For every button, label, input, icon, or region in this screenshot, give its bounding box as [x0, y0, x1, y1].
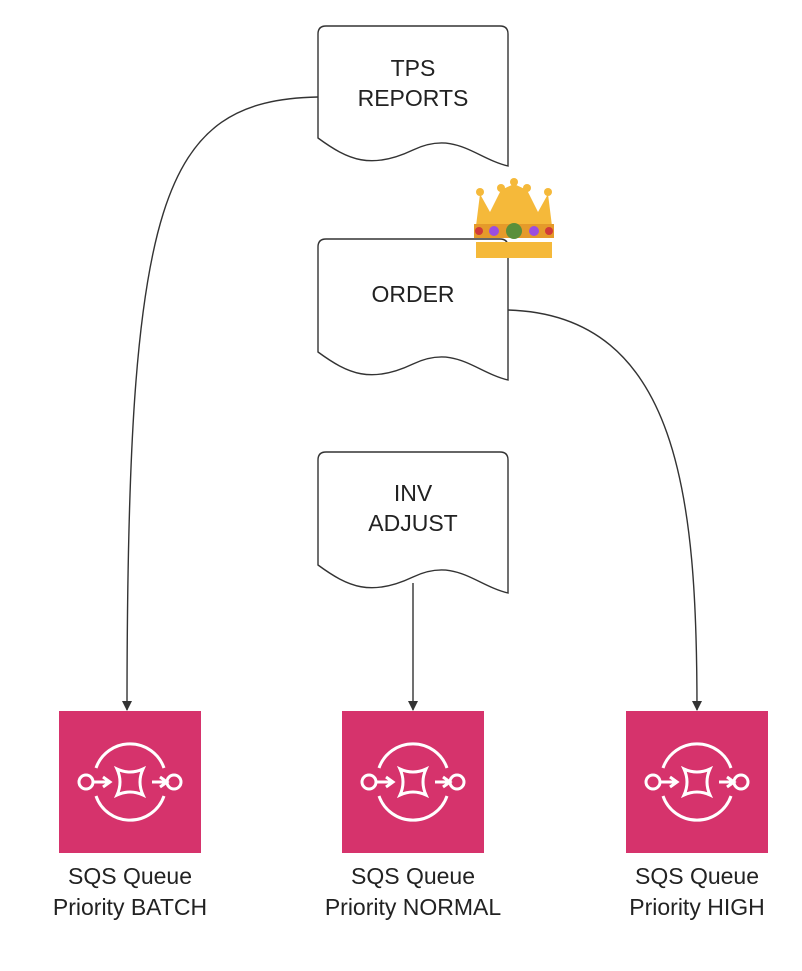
document-label-order: ORDER	[318, 279, 508, 309]
document-shape-inv[interactable]	[317, 451, 509, 594]
queue-priority: Priority NORMAL	[324, 894, 502, 920]
queue-name: SQS Queue	[634, 863, 760, 889]
queue-label-batch: SQS Queue Priority BATCH	[10, 861, 250, 923]
document-label-line: REPORTS	[357, 85, 469, 111]
edge-tps-to-batch[interactable]	[122, 96, 319, 711]
document-label-line: ORDER	[371, 281, 455, 307]
queue-label-high: SQS Queue Priority HIGH	[577, 861, 802, 923]
document-shape-order[interactable]	[317, 238, 509, 381]
queue-name: SQS Queue	[67, 863, 193, 889]
document-label-line: ADJUST	[368, 510, 458, 536]
document-label-tps: TPS REPORTS	[318, 53, 508, 113]
queue-priority: Priority HIGH	[629, 894, 765, 920]
sqs-queue-high[interactable]	[626, 711, 768, 853]
document-shape-tps[interactable]	[317, 25, 509, 167]
document-label-inv: INV ADJUST	[318, 478, 508, 538]
sqs-queue-normal[interactable]	[342, 711, 484, 853]
edge-order-to-high[interactable]	[507, 309, 702, 711]
queue-label-normal: SQS Queue Priority NORMAL	[293, 861, 533, 923]
queue-name: SQS Queue	[350, 863, 476, 889]
sqs-queue-batch[interactable]	[59, 711, 201, 853]
document-label-line: INV	[393, 480, 433, 506]
document-label-line: TPS	[390, 55, 436, 81]
crown-icon	[474, 178, 554, 258]
queue-priority: Priority BATCH	[52, 894, 208, 920]
